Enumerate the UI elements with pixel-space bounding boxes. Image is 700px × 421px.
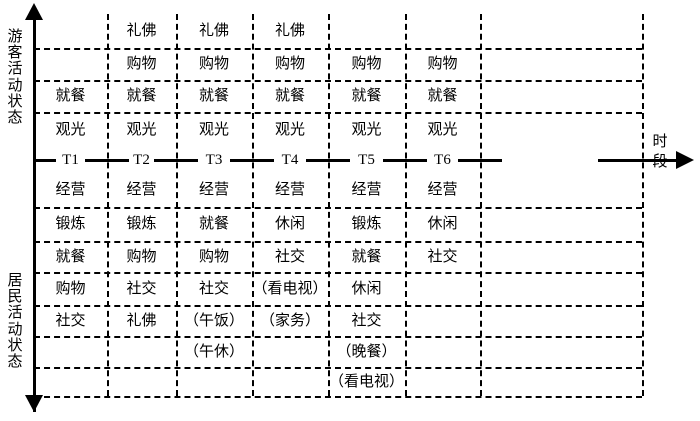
grid-line-horizontal xyxy=(34,396,642,398)
resident-activity-cell: 休闲 xyxy=(274,214,305,232)
grid-line-horizontal xyxy=(34,48,642,50)
resident-activity-cell: 休闲 xyxy=(427,214,458,232)
axis-arrow-down-icon xyxy=(25,395,43,412)
tourist-activity-cell: 观光 xyxy=(55,119,86,138)
resident-activity-cell: （午休） xyxy=(183,341,244,360)
time-axis-tick-label: T2 xyxy=(133,152,150,168)
resident-activity-cell: 经营 xyxy=(126,179,157,198)
time-axis-tick-label: T1 xyxy=(62,152,79,168)
resident-activity-cell: 就餐 xyxy=(351,246,382,265)
resident-activity-cell: 就餐 xyxy=(55,246,86,265)
resident-activity-cell: 社交 xyxy=(351,310,382,329)
resident-activity-cell: 就餐 xyxy=(198,214,229,232)
grid-line-horizontal xyxy=(34,112,642,114)
tourist-activity-cell: 观光 xyxy=(427,119,458,138)
resident-activity-cell: 购物 xyxy=(126,246,157,265)
tourist-activity-cell: 购物 xyxy=(274,54,305,72)
tourist-activity-cell: 购物 xyxy=(427,54,458,72)
resident-activity-cell: 经营 xyxy=(55,179,86,198)
grid-line-vertical xyxy=(405,14,407,396)
resident-activity-cell: 社交 xyxy=(126,278,157,297)
time-axis-tick-label: T5 xyxy=(358,152,375,168)
time-axis-segment xyxy=(306,159,350,162)
vertical-activity-axis xyxy=(33,10,36,412)
tourist-activity-cell: 观光 xyxy=(351,119,382,138)
resident-activity-cell: 社交 xyxy=(427,246,458,265)
resident-activity-cell: 经营 xyxy=(274,179,305,198)
x-axis-label: 时段 xyxy=(652,132,668,171)
resident-activity-cell: 锻炼 xyxy=(351,214,382,232)
resident-activity-cell: 社交 xyxy=(198,278,229,297)
resident-activity-cell: 购物 xyxy=(55,278,86,297)
grid-line-horizontal xyxy=(34,336,642,338)
grid-line-vertical xyxy=(328,14,330,396)
resident-activity-cell: （看电视） xyxy=(328,371,404,390)
resident-activity-cell: （家务） xyxy=(259,310,320,329)
y-axis-bottom-label: 居民活动状态 xyxy=(7,271,23,370)
tourist-activity-cell: 就餐 xyxy=(274,86,305,104)
tourist-activity-cell: 就餐 xyxy=(198,86,229,104)
grid-line-horizontal xyxy=(34,207,642,209)
time-axis-tick-label: T3 xyxy=(205,152,223,168)
grid-line-vertical xyxy=(176,14,178,396)
tourist-activity-cell: 购物 xyxy=(351,54,382,72)
resident-activity-cell: （看电视） xyxy=(252,278,328,297)
time-axis-segment xyxy=(154,159,198,162)
time-axis-tick-label: T6 xyxy=(434,152,451,168)
resident-activity-cell: 礼佛 xyxy=(126,310,157,329)
grid-line-horizontal xyxy=(34,80,642,82)
grid-line-horizontal xyxy=(34,272,642,274)
time-axis-segment xyxy=(34,159,56,162)
grid-line-vertical xyxy=(252,14,254,396)
resident-activity-cell: （午饭） xyxy=(183,310,244,329)
grid-line-vertical xyxy=(642,14,644,396)
resident-activity-cell: 社交 xyxy=(274,246,305,265)
time-axis-segment xyxy=(230,159,274,162)
resident-activity-cell: 锻炼 xyxy=(55,214,86,232)
time-axis-segment xyxy=(458,159,502,162)
resident-activity-cell: 社交 xyxy=(55,310,86,329)
resident-activity-cell: （晚餐） xyxy=(336,341,397,360)
tourist-activity-cell: 观光 xyxy=(274,119,305,138)
resident-activity-cell: 经营 xyxy=(351,179,382,198)
tourist-activity-cell: 就餐 xyxy=(55,86,86,104)
tourist-activity-cell: 就餐 xyxy=(126,86,157,104)
tourist-activity-cell: 礼佛 xyxy=(126,21,157,39)
resident-activity-cell: 休闲 xyxy=(351,278,382,297)
tourist-activity-cell: 购物 xyxy=(126,54,157,72)
y-axis-top-label: 游客活动状态 xyxy=(7,27,23,126)
grid-line-horizontal xyxy=(34,305,642,307)
resident-activity-cell: 购物 xyxy=(198,246,229,265)
grid-line-horizontal xyxy=(34,367,642,369)
resident-activity-cell: 经营 xyxy=(427,179,458,198)
resident-activity-cell: 经营 xyxy=(198,179,229,198)
time-axis-segment xyxy=(85,159,129,162)
tourist-activity-cell: 礼佛 xyxy=(274,21,305,39)
time-axis-segment xyxy=(383,159,427,162)
tourist-activity-cell: 就餐 xyxy=(351,86,382,104)
tourist-activity-cell: 观光 xyxy=(198,119,229,138)
tourist-activity-cell: 购物 xyxy=(198,54,229,72)
axis-arrow-up-icon xyxy=(25,3,43,20)
tourist-activity-cell: 礼佛 xyxy=(198,21,229,39)
time-axis-tick-label: T4 xyxy=(281,152,299,168)
resident-activity-cell: 锻炼 xyxy=(126,214,157,232)
tourist-activity-cell: 就餐 xyxy=(427,86,458,104)
grid-line-vertical xyxy=(107,14,109,396)
grid-line-horizontal xyxy=(34,241,642,243)
tourist-activity-cell: 观光 xyxy=(126,119,157,138)
time-axis-segment-tail xyxy=(598,159,678,162)
grid-line-vertical xyxy=(480,14,482,396)
axis-arrow-right-icon xyxy=(676,151,694,169)
